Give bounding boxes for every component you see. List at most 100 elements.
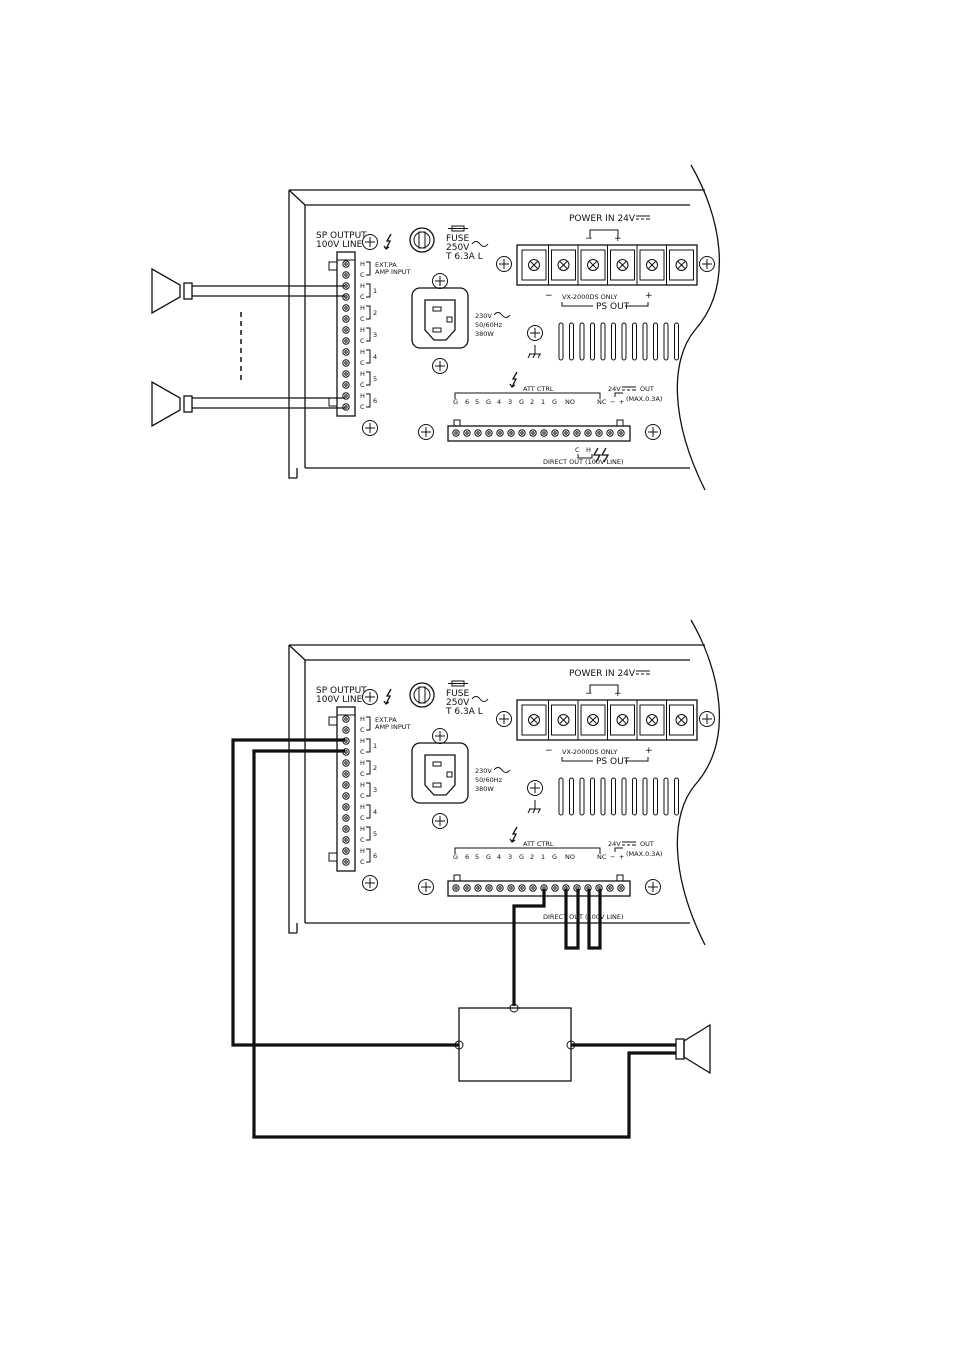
- terminal-screw: [342, 781, 350, 789]
- mount-screw: [645, 424, 661, 440]
- terminal-screw: [342, 260, 350, 268]
- att-pin-label: NO: [565, 398, 575, 406]
- external-wiring: [231, 738, 676, 1139]
- terminal-screw: [342, 858, 350, 866]
- att-pin-label: NO: [565, 853, 575, 861]
- terminal-screw: [587, 714, 599, 726]
- terminal-hc-label: C: [360, 770, 365, 778]
- terminal-screw: [496, 429, 504, 437]
- ac-inlet: [411, 287, 469, 349]
- terminal-hc-label: C: [360, 748, 365, 756]
- terminal-screw: [342, 359, 350, 367]
- ground-screw: [527, 780, 543, 796]
- line-100v-label: 100V LINE: [316, 695, 363, 705]
- power-minus: −: [585, 689, 593, 699]
- out-minus: −: [610, 398, 615, 406]
- speaker-icon: [151, 268, 193, 314]
- terminal-hc-label: C: [360, 836, 365, 844]
- terminal-screw: [342, 315, 350, 323]
- ac-frequency: 50/60Hz: [475, 321, 503, 329]
- zone-number: 4: [373, 808, 377, 816]
- terminal-screw: [342, 803, 350, 811]
- fuse-holder: [409, 682, 435, 708]
- terminal-screw: [463, 884, 471, 892]
- ac-wattage: 380W: [475, 330, 494, 338]
- terminal-hc-label: C: [360, 726, 365, 734]
- out-24v-label: 24V: [608, 840, 621, 848]
- power-plus: +: [614, 689, 622, 699]
- terminal-screw: [342, 726, 350, 734]
- zone-number: 2: [373, 309, 377, 317]
- att-pin-label: 2: [530, 398, 534, 406]
- terminal-hc-label: C: [360, 359, 365, 367]
- dc-symbol: [622, 386, 636, 391]
- ps-plus: +: [645, 746, 653, 756]
- sp-terminal-block: [328, 706, 356, 872]
- ac-symbol: [493, 312, 511, 318]
- mount-screw: [699, 256, 715, 272]
- ac-symbol: [471, 241, 489, 247]
- terminal-screw: [342, 381, 350, 389]
- ac-symbol: [471, 696, 489, 702]
- terminal-hc-label: H: [360, 392, 365, 400]
- terminal-screw: [557, 714, 570, 726]
- fuse-voltage: 250V: [446, 698, 470, 708]
- hazard-icon: [383, 688, 392, 705]
- att-pin-label: 3: [508, 398, 512, 406]
- zone-number: 3: [373, 331, 377, 339]
- terminal-screw: [342, 715, 350, 723]
- terminal-screw: [646, 714, 658, 726]
- zone-number: 1: [373, 287, 377, 295]
- vx-only-label: VX-2000DS ONLY: [562, 748, 617, 756]
- terminal-hc-label: H: [360, 737, 365, 745]
- terminal-screw: [342, 847, 350, 855]
- mount-screw: [362, 875, 378, 891]
- terminal-screw: [342, 271, 350, 279]
- terminal-screw: [485, 429, 493, 437]
- hazard-icon: [592, 447, 610, 463]
- terminal-screw: [573, 429, 581, 437]
- dc-symbol: [636, 215, 650, 220]
- terminal-screw: [528, 714, 540, 726]
- chassis-outline: [288, 619, 720, 946]
- hazard-icon: [509, 826, 518, 843]
- terminal-screw: [528, 259, 540, 271]
- terminal-screw: [551, 884, 559, 892]
- mount-screw: [362, 420, 378, 436]
- fuse-icon: [448, 225, 468, 232]
- terminal-screw: [529, 429, 537, 437]
- fuse-icon: [448, 680, 468, 687]
- terminal-screw: [342, 825, 350, 833]
- control-terminal-block: [447, 874, 631, 897]
- zone-number: 4: [373, 353, 377, 361]
- dc-symbol: [636, 670, 650, 675]
- terminal-screw: [675, 259, 688, 271]
- hazard-icon: [383, 233, 392, 250]
- ps-out-label: PS OUT: [596, 757, 630, 767]
- terminal-hc-label: C: [360, 271, 365, 279]
- terminal-screw: [342, 337, 350, 345]
- direct-out-label: DIRECT OUT (100V LINE): [543, 458, 624, 466]
- mount-screw: [362, 689, 378, 705]
- power-plus: +: [614, 234, 622, 244]
- dc-symbol: [622, 841, 636, 846]
- terminal-screw: [616, 259, 629, 271]
- terminal-screw: [342, 348, 350, 356]
- terminal-hc-label: H: [360, 370, 365, 378]
- ac-wattage: 380W: [475, 785, 494, 793]
- terminal-screw: [342, 304, 350, 312]
- fuse-voltage: 250V: [446, 243, 470, 253]
- terminal-screw: [474, 884, 482, 892]
- ac-inlet: [411, 742, 469, 804]
- terminal-hc-label: H: [360, 825, 365, 833]
- mount-screw: [496, 711, 512, 727]
- terminal-hc-label: C: [360, 858, 365, 866]
- vx-only-label: VX-2000DS ONLY: [562, 293, 617, 301]
- att-pin-label: 4: [497, 853, 501, 861]
- terminal-screw: [584, 429, 592, 437]
- terminal-screw: [507, 429, 515, 437]
- fuse-rating: T 6.3A L: [445, 252, 483, 262]
- amp-input-label: AMP INPUT: [375, 723, 410, 731]
- mount-screw: [645, 879, 661, 895]
- amp-input-label: AMP INPUT: [375, 268, 410, 276]
